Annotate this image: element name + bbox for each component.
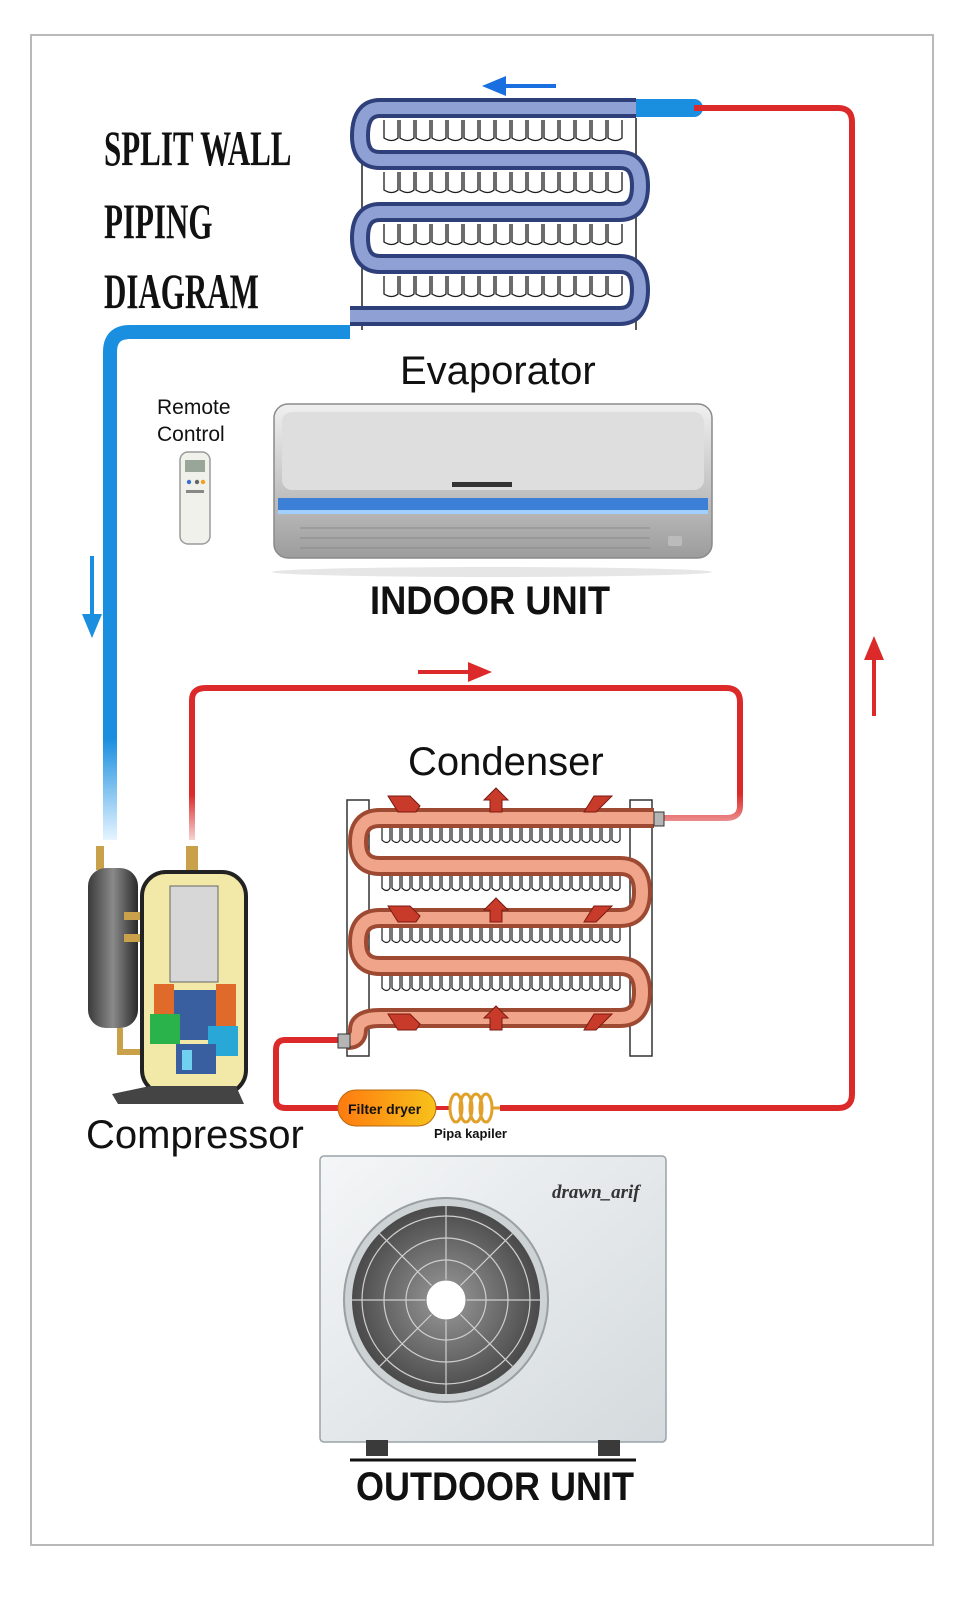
arrow-right-icon — [418, 662, 492, 682]
condenser-coil — [337, 787, 665, 1057]
outdoor-unit-label: OUTDOOR UNIT — [356, 1465, 634, 1509]
indoor-unit-label: INDOOR UNIT — [370, 579, 610, 623]
remote-control-icon — [179, 451, 211, 545]
diagram-title: SPLIT WALL PIPING DIAGRAM — [104, 121, 291, 319]
suction-line — [103, 325, 350, 840]
arrow-up-icon — [864, 636, 884, 716]
condenser-outlet-line — [273, 1037, 348, 1111]
capillary-coil-icon — [448, 1092, 500, 1124]
condenser-label: Condenser — [408, 740, 604, 784]
arrow-left-icon — [482, 76, 556, 96]
title-line-1: SPLIT WALL — [104, 121, 291, 176]
filter-dryer-label: Filter dryer — [348, 1101, 422, 1117]
evaporator-coil — [350, 98, 650, 330]
liquid-line — [500, 105, 855, 1111]
indoor-unit-image — [272, 403, 713, 577]
arrow-down-icon — [82, 556, 102, 638]
title-line-2: PIPING — [104, 194, 212, 249]
compressor-label: Compressor — [86, 1113, 304, 1157]
evaporator-label: Evaporator — [400, 349, 596, 393]
outdoor-unit-image — [319, 1155, 667, 1462]
compressor-image — [88, 846, 248, 1104]
capillary-tube-label: Pipa kapiler — [434, 1126, 507, 1141]
remote-control-label-line-2: Control — [157, 423, 225, 446]
artist-signature: drawn_arif — [552, 1182, 641, 1203]
diagram-frame — [30, 34, 934, 1546]
remote-control-label-line-1: Remote — [157, 396, 231, 419]
discharge-line — [189, 685, 743, 840]
title-line-3: DIAGRAM — [104, 264, 259, 319]
